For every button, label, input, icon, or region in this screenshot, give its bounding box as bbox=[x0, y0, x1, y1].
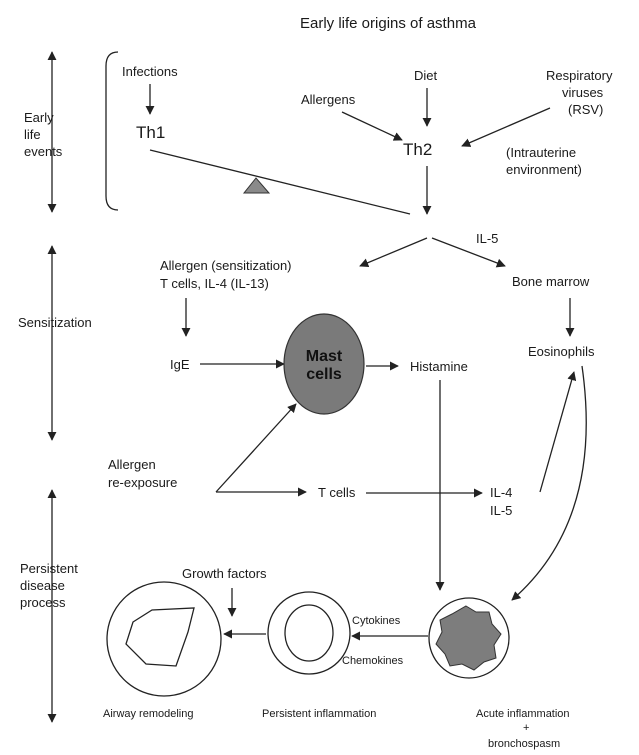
th1-label: Th1 bbox=[136, 123, 165, 142]
th1-th2-balance-beam bbox=[149, 149, 411, 215]
allergen-sensitization-label-1: Allergen (sensitization) bbox=[160, 258, 292, 273]
cytokines-label: Cytokines bbox=[352, 615, 401, 627]
chemokines-label: Chemokines bbox=[342, 655, 404, 667]
tcells-label: T cells bbox=[318, 485, 356, 500]
acute-inflammation-blob bbox=[435, 605, 502, 671]
histamine-label: Histamine bbox=[410, 359, 468, 374]
infections-label: Infections bbox=[122, 64, 178, 79]
viruses-to-th2-arrow bbox=[461, 107, 551, 147]
early-life-bracket bbox=[105, 51, 119, 211]
acute-inflammation-caption-1: Acute inflammation bbox=[476, 708, 570, 720]
diagram-title: Early life origins of asthma bbox=[300, 15, 477, 32]
airway-remodeling-airway bbox=[106, 581, 222, 697]
il4-lower-label: IL-4 bbox=[490, 485, 512, 500]
il5-top-label: IL-5 bbox=[476, 231, 498, 246]
airway-remodeling-caption: Airway remodeling bbox=[103, 708, 193, 720]
reexposure-to-mast-arrow bbox=[215, 403, 297, 493]
th2-label: Th2 bbox=[403, 140, 432, 159]
diet-label: Diet bbox=[414, 68, 438, 83]
stage-label-persistent-3: process bbox=[20, 595, 66, 610]
balance-fulcrum-triangle bbox=[242, 177, 271, 194]
allergens-label: Allergens bbox=[301, 92, 356, 107]
stage-label-early-2: life bbox=[24, 127, 41, 142]
stage-label-persistent-1: Persistent bbox=[20, 561, 78, 576]
stage-label-sensitization: Sensitization bbox=[18, 315, 92, 330]
ige-label: IgE bbox=[170, 357, 190, 372]
acute-inflammation-plus: + bbox=[523, 722, 529, 734]
growth-factors-label: Growth factors bbox=[182, 566, 267, 581]
split-to-sensitization-arrow bbox=[359, 237, 428, 268]
eosinophils-to-acute-arrow bbox=[511, 365, 587, 601]
respiratory-viruses-label-3: (RSV) bbox=[568, 102, 603, 117]
allergens-to-th2-arrow bbox=[341, 111, 403, 141]
mast-cell-label-2: cells bbox=[306, 366, 342, 383]
split-to-bone-marrow-arrow bbox=[431, 237, 506, 268]
il-to-eosinophils-arrow bbox=[539, 371, 577, 493]
bone-marrow-label: Bone marrow bbox=[512, 274, 590, 289]
respiratory-viruses-label-2: viruses bbox=[562, 85, 604, 100]
respiratory-viruses-label-1: Respiratory bbox=[546, 68, 613, 83]
stage-label-persistent-2: disease bbox=[20, 578, 65, 593]
airway-remodeling-lumen bbox=[125, 607, 195, 667]
allergen-reexposure-label-2: re-exposure bbox=[108, 475, 177, 490]
mast-cell-shape bbox=[283, 313, 365, 415]
intrauterine-label-2: environment) bbox=[506, 162, 582, 177]
persistent-inflammation-caption: Persistent inflammation bbox=[262, 708, 376, 720]
mast-cell-label-1: Mast bbox=[306, 348, 343, 365]
allergen-reexposure-label-1: Allergen bbox=[108, 457, 156, 472]
il5-lower-label: IL-5 bbox=[490, 503, 512, 518]
stage-label-early-3: events bbox=[24, 144, 63, 159]
eosinophils-label: Eosinophils bbox=[528, 344, 595, 359]
intrauterine-label-1: (Intrauterine bbox=[506, 145, 576, 160]
stage-label-early-1: Early bbox=[24, 110, 54, 125]
persistent-inflammation-lumen bbox=[284, 604, 334, 662]
allergen-sensitization-label-2: T cells, IL-4 (IL-13) bbox=[160, 276, 269, 291]
acute-inflammation-caption-2: bronchospasm bbox=[488, 738, 560, 750]
